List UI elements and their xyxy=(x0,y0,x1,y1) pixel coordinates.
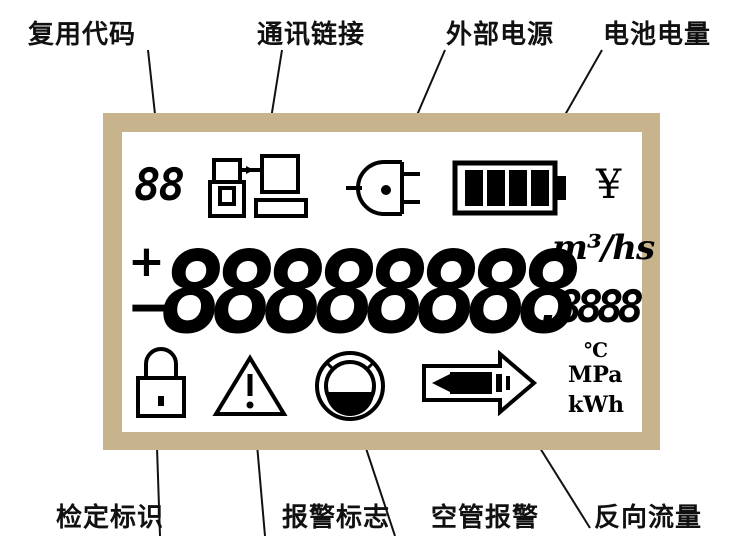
main-reading-digits: 88888888 xyxy=(160,228,582,360)
external-power-plug-icon xyxy=(346,160,420,216)
label-verification-mark: 检定标识 xyxy=(56,503,165,533)
unit-temperature: ℃ xyxy=(584,338,608,362)
reverse-flow-arrow-icon xyxy=(422,350,538,416)
currency-symbol: ¥ xyxy=(596,162,622,208)
unit-flow: m³/hs xyxy=(552,228,655,268)
minus-sign: − xyxy=(126,272,177,342)
comm-link-icon xyxy=(208,154,308,218)
decimal-point: . xyxy=(534,278,565,336)
label-reuse-code: 复用代码 xyxy=(28,20,137,50)
label-reverse-flow: 反向流量 xyxy=(594,503,703,533)
verification-lock-icon xyxy=(136,347,186,418)
unit-energy: kWh xyxy=(568,392,624,418)
alarm-warning-icon xyxy=(212,354,288,416)
label-comm-link: 通讯链接 xyxy=(257,20,366,50)
fraction-digits: 8888 xyxy=(556,282,644,333)
label-empty-pipe-alarm: 空管报警 xyxy=(431,503,540,533)
empty-pipe-icon xyxy=(315,351,385,421)
label-external-power: 外部电源 xyxy=(446,20,555,50)
reuse-code-digits: 88 xyxy=(134,160,185,211)
label-battery-level: 电池电量 xyxy=(603,20,712,50)
plus-sign: + xyxy=(128,236,165,287)
label-alarm-flag: 报警标志 xyxy=(282,503,391,533)
unit-pressure: MPa xyxy=(568,362,623,388)
battery-level-icon xyxy=(452,160,566,216)
